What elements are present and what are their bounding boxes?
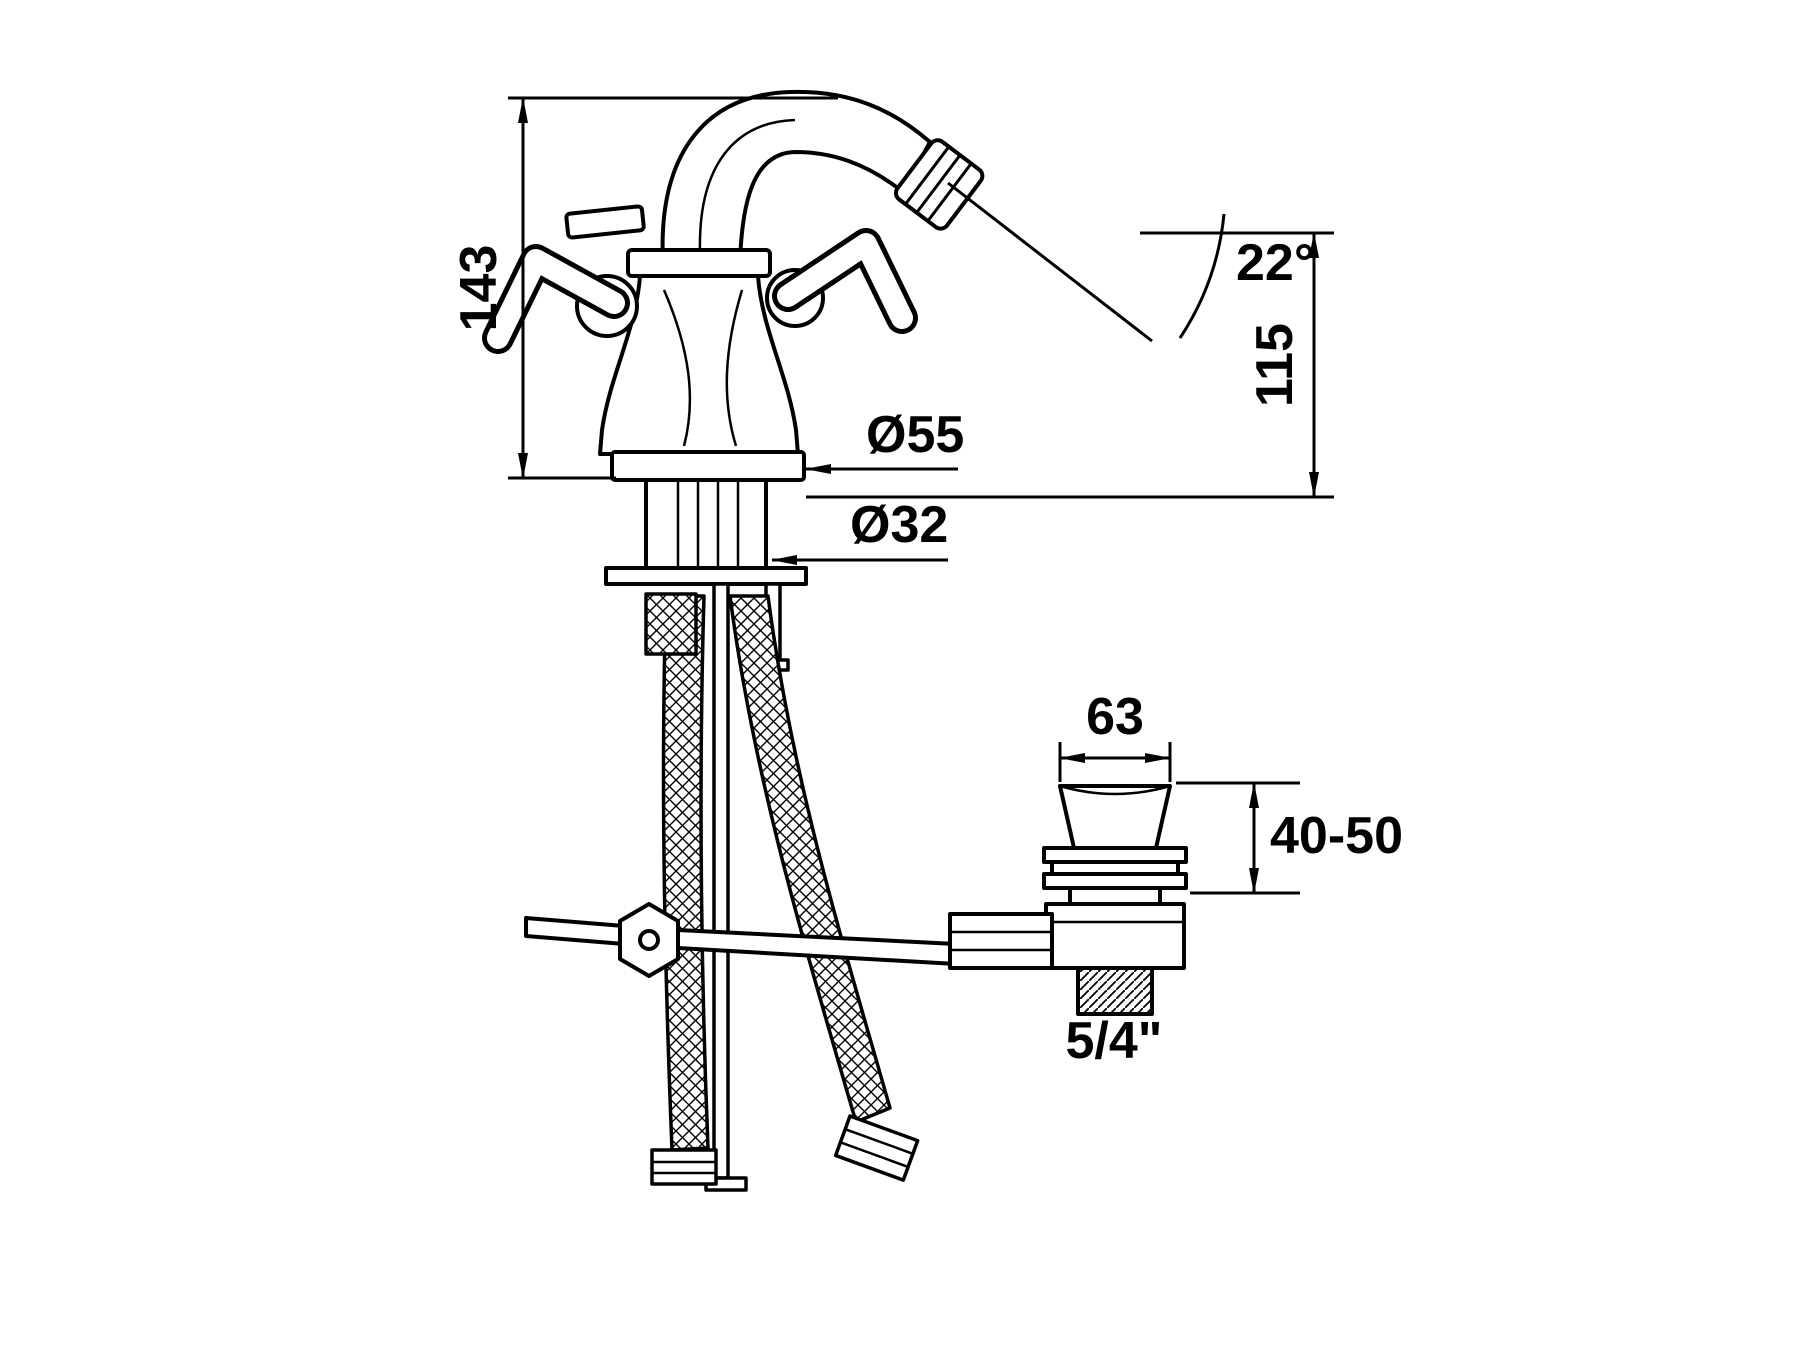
drain-rod-left (524, 916, 626, 946)
drain-rod-group (524, 902, 958, 978)
spout-inner-line (698, 118, 796, 253)
waste-ridge-1 (1042, 846, 1188, 864)
handle-left (482, 244, 630, 354)
waste-assembly-group (948, 784, 1188, 1016)
spout-base-tab (564, 204, 646, 240)
label-spout-angle: 22° (1236, 234, 1315, 292)
spout (660, 89, 932, 264)
waste-neck (1068, 886, 1162, 906)
handle-right (772, 228, 918, 334)
shank (644, 478, 768, 570)
dimension-thread-5-4: 5/4" (1066, 1012, 1163, 1070)
label-waste-mounting-range: 40-50 (1270, 807, 1403, 865)
label-total-height: 143 (450, 245, 508, 332)
hose-fitting-left (650, 1148, 718, 1186)
label-body-diameter: Ø55 (866, 406, 964, 464)
faucet-body-group (482, 89, 985, 482)
label-outlet-height: 115 (1246, 323, 1304, 407)
rod-ball-joint-pin (638, 929, 660, 951)
dimension-63: 63 (1058, 688, 1172, 782)
base-flange (610, 450, 806, 482)
hose-union-block (644, 592, 698, 656)
waste-top-cup (1058, 784, 1172, 850)
label-hole-diameter: Ø32 (850, 496, 948, 554)
hose-fitting-right (833, 1114, 920, 1182)
label-waste-thread: 5/4" (1066, 1012, 1163, 1070)
mounting-washer (604, 566, 808, 586)
dimension-angle-22: 22° (947, 181, 1315, 343)
pop-up-rod-vertical (712, 582, 730, 1180)
body-seam-left (662, 289, 692, 447)
body-seam-right (725, 289, 744, 447)
cap-band (626, 248, 772, 278)
waste-cup-rim (1059, 784, 1171, 796)
dimension-diameter-55: Ø55 (805, 406, 964, 474)
supply-hose-right (728, 594, 892, 1124)
label-waste-top-width: 63 (1086, 688, 1144, 746)
waste-threaded-tail (1076, 966, 1154, 1016)
dimension-40-50: 40-50 (1176, 781, 1403, 895)
waste-ridge-3 (1042, 872, 1188, 890)
waste-body (1044, 902, 1186, 970)
waste-rod-nut (948, 912, 1054, 970)
supply-hose-left (661, 594, 710, 1152)
under-counter-group (604, 478, 920, 1192)
dimension-115: 115 (806, 231, 1334, 499)
dimension-143: 143 (450, 96, 838, 480)
aerator (893, 138, 985, 231)
dimension-diameter-32: Ø32 (771, 496, 948, 565)
